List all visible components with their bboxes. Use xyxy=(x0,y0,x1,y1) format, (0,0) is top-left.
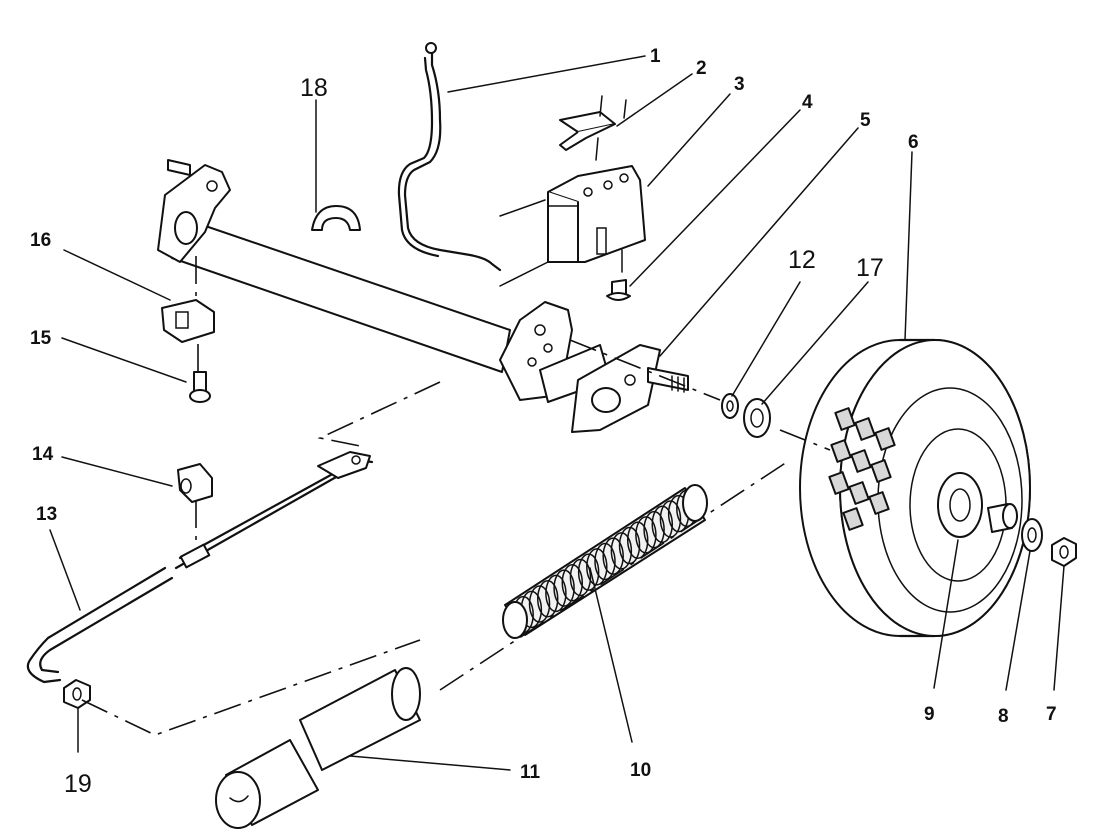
spring-coil xyxy=(610,532,633,570)
part-19-nut xyxy=(63,679,91,709)
part-7-nut xyxy=(1051,537,1077,567)
spring-coil xyxy=(577,553,600,591)
part-4-bolt xyxy=(606,249,631,301)
spring-coil xyxy=(618,526,641,565)
spring-coil xyxy=(528,585,551,623)
assembly-lines xyxy=(81,256,831,736)
part-15-screw xyxy=(189,371,211,403)
spring-coil xyxy=(651,505,674,544)
spring-coil xyxy=(561,564,584,602)
part-11-grip xyxy=(215,667,421,829)
callout-19: 19 xyxy=(64,770,92,798)
part-13-rod xyxy=(26,451,374,684)
part-10-spring xyxy=(502,484,708,639)
callout-16: 16 xyxy=(30,230,51,251)
part-9-spacer xyxy=(987,503,1018,533)
part-16-clip xyxy=(161,299,215,343)
part-2-clip xyxy=(559,95,627,161)
axle-tube xyxy=(157,159,611,403)
part-6-wheel xyxy=(799,338,1031,638)
part-3-bracket xyxy=(499,165,646,287)
spring-coil xyxy=(659,500,682,538)
callout-11: 11 xyxy=(520,762,541,783)
spring-coil xyxy=(586,548,608,586)
wheel-tread xyxy=(828,407,896,531)
part-12-washer xyxy=(721,393,739,419)
spring-coil xyxy=(569,558,592,597)
part-1-rod xyxy=(397,42,502,272)
callout-2: 2 xyxy=(696,58,707,79)
spring-coil xyxy=(635,516,657,554)
callout-18: 18 xyxy=(300,74,328,102)
callout-7: 7 xyxy=(1046,704,1057,725)
spring-coil xyxy=(536,579,559,618)
callout-3: 3 xyxy=(734,74,745,95)
spring-coil xyxy=(545,574,567,613)
callout-5: 5 xyxy=(860,110,871,131)
part-17-washer xyxy=(743,398,771,438)
spring-coil xyxy=(602,537,624,575)
spring-coil xyxy=(643,510,665,549)
callout-17: 17 xyxy=(856,254,884,282)
callout-12: 12 xyxy=(788,246,816,274)
callout-14: 14 xyxy=(32,444,54,465)
spring-coil xyxy=(553,569,575,607)
callout-6: 6 xyxy=(908,132,919,153)
callout-13: 13 xyxy=(36,504,57,525)
part-18-bushing xyxy=(311,205,361,231)
callout-4: 4 xyxy=(802,92,813,113)
callout-8: 8 xyxy=(998,706,1009,727)
part-8-washer xyxy=(1021,518,1043,552)
callout-9: 9 xyxy=(924,704,935,725)
part-14-clip xyxy=(177,463,213,503)
callout-labels: 1 2 3 4 5 6 7 8 9 10 11 12 13 14 15 16 1… xyxy=(30,46,1057,798)
callout-15: 15 xyxy=(30,328,52,349)
leader-lines xyxy=(49,55,1065,771)
callout-1: 1 xyxy=(650,46,661,67)
spring-coil xyxy=(626,521,649,559)
callout-10: 10 xyxy=(630,760,651,781)
spring-coil xyxy=(594,542,616,581)
